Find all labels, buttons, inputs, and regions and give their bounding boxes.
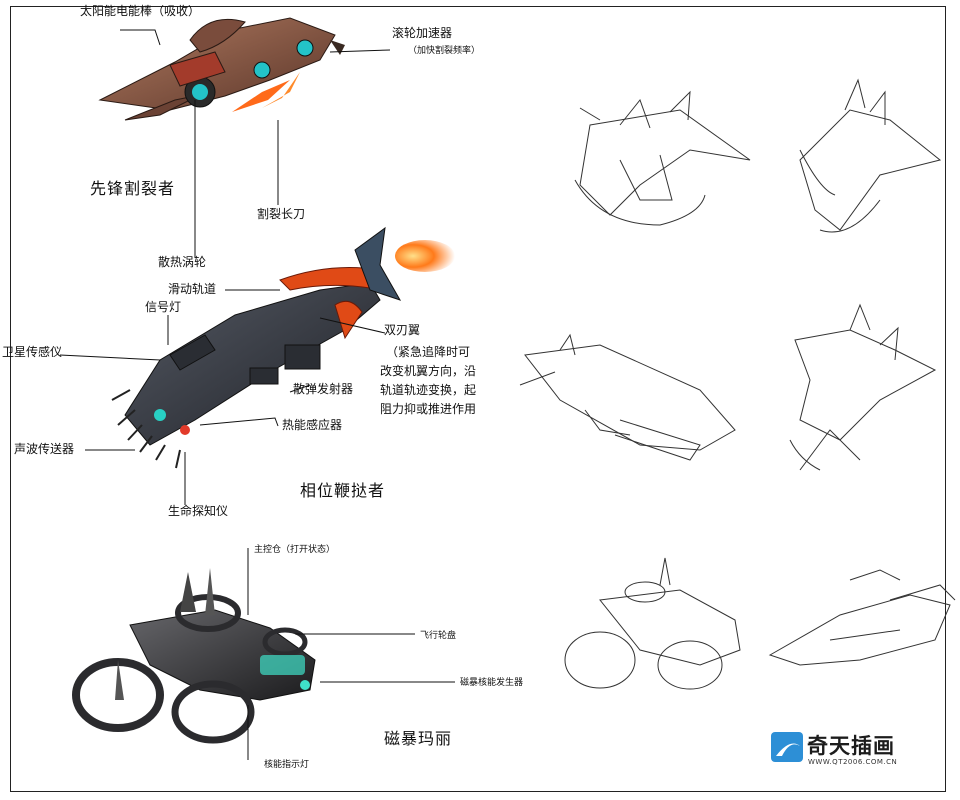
twin-wing-note-line: 阻力抑或推进作用 (380, 402, 477, 416)
label-magstorm-generator: 磁暴核能发生器 (460, 678, 524, 688)
watermark-logo-icon (771, 732, 803, 762)
label-satellite-sensor: 卫星传感仪 (2, 345, 63, 359)
label-thermal-sensor: 热能感应器 (282, 418, 343, 432)
label-scatter-launcher: 散弹发射器 (293, 382, 354, 396)
label-slide-rail: 滑动轨道 (168, 282, 217, 296)
sketch-6 (768, 569, 956, 666)
label-solar-rod: 太阳能电能棒（吸收） (80, 4, 201, 18)
sketch-grid (519, 78, 956, 690)
label-twin-wing: 双刃翼 (384, 323, 421, 337)
sketch-5 (564, 557, 741, 690)
label-roller-accelerator-note: （加快割裂频率） (408, 46, 481, 56)
label-roller-accelerator: 滚轮加速器 (392, 26, 453, 40)
twin-wing-note-line: （紧急追降时可 (386, 345, 471, 359)
watermark-url: WWW.QT2006.COM.CN (808, 758, 898, 766)
sketch-4 (789, 303, 937, 471)
vehicle-name-phase-flogger: 相位鞭挞者 (300, 481, 386, 500)
sketch-2 (799, 78, 942, 233)
phase-flogger-illustration (111, 226, 455, 469)
twin-wing-note: （紧急追降时可 改变机翼方向，沿 轨道轨迹变换，起 阻力抑或推进作用 (380, 343, 504, 419)
label-sonic-transmitter: 声波传送器 (14, 442, 75, 456)
vanguard-ripper-illustration (98, 17, 345, 121)
sketch-1 (574, 90, 751, 226)
watermark-brand: 奇天插画 (807, 734, 895, 758)
sheet-border (10, 6, 946, 792)
twin-wing-note-line: 改变机翼方向，沿 (380, 364, 477, 378)
vehicle-name-magstorm-mary: 磁暴玛丽 (384, 729, 453, 748)
label-life-detector: 生命探知仪 (168, 504, 229, 518)
twin-wing-note-line: 轨道轨迹变换，起 (380, 383, 477, 397)
magstorm-mary-illustration (72, 568, 316, 744)
label-flight-wheel: 飞行轮盘 (420, 631, 457, 641)
label-core-indicator: 核能指示灯 (264, 760, 310, 770)
sketch-3 (519, 333, 736, 461)
callout-leader-lines (59, 29, 455, 760)
label-cooling-turbine: 散热涡轮 (158, 255, 207, 269)
watermark: 奇天插画 WWW.QT2006.COM.CN (770, 730, 920, 772)
label-main-cabin: 主控仓（打开状态） (254, 545, 336, 555)
label-signal-light: 信号灯 (145, 300, 182, 314)
label-cutting-blade: 割裂长刀 (257, 207, 306, 221)
vehicle-name-vanguard-ripper: 先锋割裂者 (90, 179, 176, 198)
